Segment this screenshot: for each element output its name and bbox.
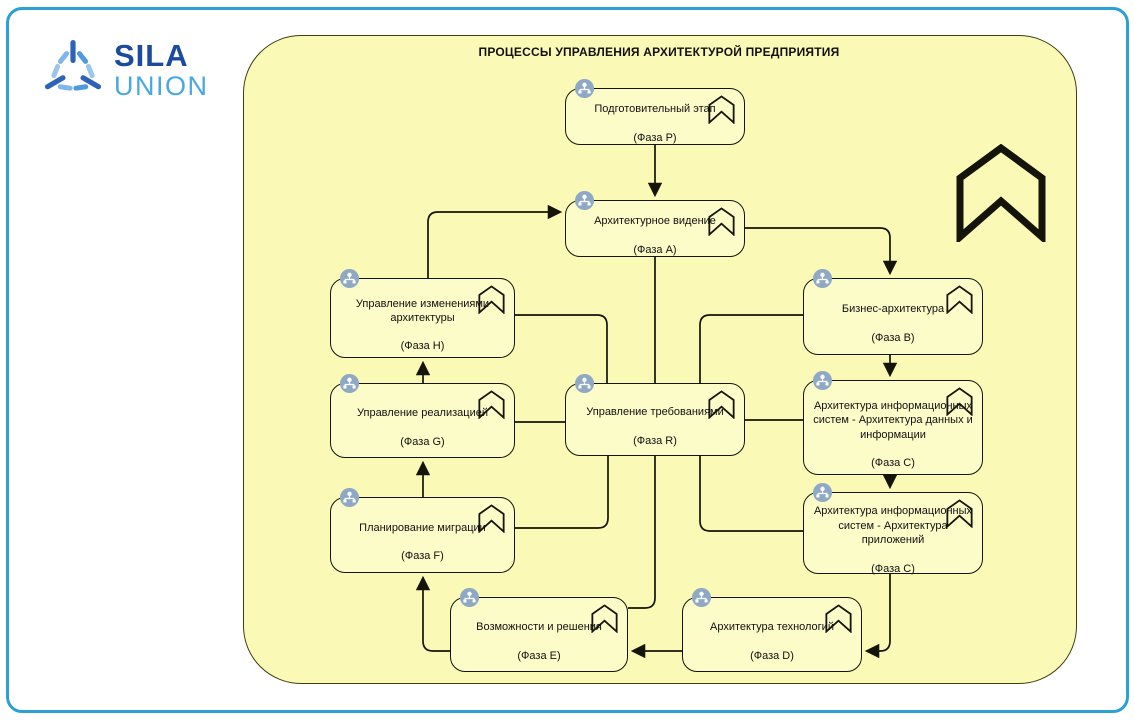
diagram-node-tech-arch[interactable]: Архитектура технологий (Фаза D)	[682, 587, 862, 672]
node-phase: (Фаза G)	[400, 435, 445, 448]
diagram-node-change[interactable]: Управление изменениями архитектуры (Фаза…	[330, 268, 515, 358]
connector-app-tech[interactable]	[864, 574, 891, 659]
node-phase: (Фаза R)	[633, 434, 677, 447]
decomposition-badge-icon	[574, 78, 595, 99]
sila-union-logo: SILA UNION	[42, 32, 209, 108]
process-chevron-icon	[591, 604, 618, 633]
logo-text-sila: SILA	[114, 38, 189, 73]
sila-union-logo-icon	[44, 40, 102, 91]
decomposition-badge-icon	[339, 373, 360, 394]
decomposition-badge-icon	[339, 268, 360, 289]
node-phase: (Фаза E)	[517, 649, 561, 662]
node-phase: (Фаза D)	[750, 649, 794, 662]
node-label: Архитектура информационных систем - Архи…	[813, 399, 973, 441]
connector-req-opportunity[interactable]	[628, 456, 656, 609]
diagram-title: ПРОЦЕССЫ УПРАВЛЕНИЯ АРХИТЕКТУРОЙ ПРЕДПРИ…	[478, 45, 840, 59]
connector-req-migration[interactable]	[515, 456, 609, 529]
node-phase: (Фаза C)	[871, 457, 915, 470]
process-chevron-icon	[478, 504, 505, 533]
decomposition-badge-icon	[812, 268, 833, 289]
diagram-node-app-arch[interactable]: Архитектура информационных систем - Архи…	[803, 482, 983, 575]
decomposition-badge-icon	[691, 587, 712, 608]
node-phase: (Фаза B)	[871, 331, 915, 344]
process-chevron-icon	[825, 604, 852, 633]
node-label: Планирование миграции	[359, 521, 486, 534]
diagram-node-business[interactable]: Бизнес-архитектура (Фаза B)	[803, 268, 983, 355]
diagram-node-vision[interactable]: Архитектурное видение (Фаза A)	[565, 190, 745, 257]
node-phase: (Фаза C)	[871, 562, 915, 575]
decomposition-badge-icon	[459, 587, 480, 608]
diagram-node-req[interactable]: Управление требованиями (Фаза R)	[565, 373, 745, 456]
process-chevron-icon	[478, 285, 505, 314]
connector-change-vision[interactable]	[427, 204, 563, 278]
process-chevron-icon	[708, 390, 735, 419]
diagram-node-migration[interactable]: Планирование миграции (Фаза F)	[330, 487, 515, 573]
node-label: Подготовительный этап	[594, 103, 716, 116]
node-phase: (Фаза F)	[401, 550, 444, 563]
node-phase: (Фаза A)	[633, 243, 677, 256]
node-phase: (Фаза H)	[400, 340, 445, 353]
node-label: Бизнес-архитектура	[841, 303, 945, 316]
node-label: Управление изменениями архитектуры	[355, 297, 490, 324]
process-chevron-icon	[708, 207, 735, 236]
node-label: Архитектура технологий	[710, 621, 834, 634]
process-chevron-symbol	[956, 144, 1046, 242]
process-chevron-icon	[478, 390, 505, 419]
node-label: Управление реализацией	[357, 407, 488, 420]
decomposition-badge-icon	[812, 482, 833, 503]
node-phase: (Фаза P)	[633, 131, 677, 144]
process-chevron-icon	[708, 95, 735, 124]
diagram-node-data-arch[interactable]: Архитектура информационных систем - Архи…	[803, 370, 983, 475]
connector-change-req[interactable]	[515, 314, 608, 383]
decomposition-badge-icon	[574, 190, 595, 211]
diagram-node-opportunity[interactable]: Возможности и решения (Фаза E)	[450, 587, 628, 672]
decomposition-badge-icon	[812, 370, 833, 391]
node-label: Возможности и решения	[476, 621, 602, 634]
process-chevron-icon	[946, 285, 973, 314]
connector-opportunity-migration[interactable]	[415, 575, 450, 652]
diagram-node-impl[interactable]: Управление реализацией (Фаза G)	[330, 373, 515, 458]
decomposition-badge-icon	[339, 487, 360, 508]
decomposition-badge-icon	[574, 373, 595, 394]
node-label: Управление требованиями	[586, 406, 724, 419]
diagram-node-prep[interactable]: Подготовительный этап (Фаза P)	[565, 78, 745, 145]
logo-text-union: UNION	[114, 71, 209, 101]
process-chevron-icon	[946, 499, 973, 528]
process-chevron-icon	[946, 387, 973, 416]
node-label: Архитектурное видение	[594, 215, 716, 228]
connector-vision-business[interactable]	[745, 227, 898, 276]
